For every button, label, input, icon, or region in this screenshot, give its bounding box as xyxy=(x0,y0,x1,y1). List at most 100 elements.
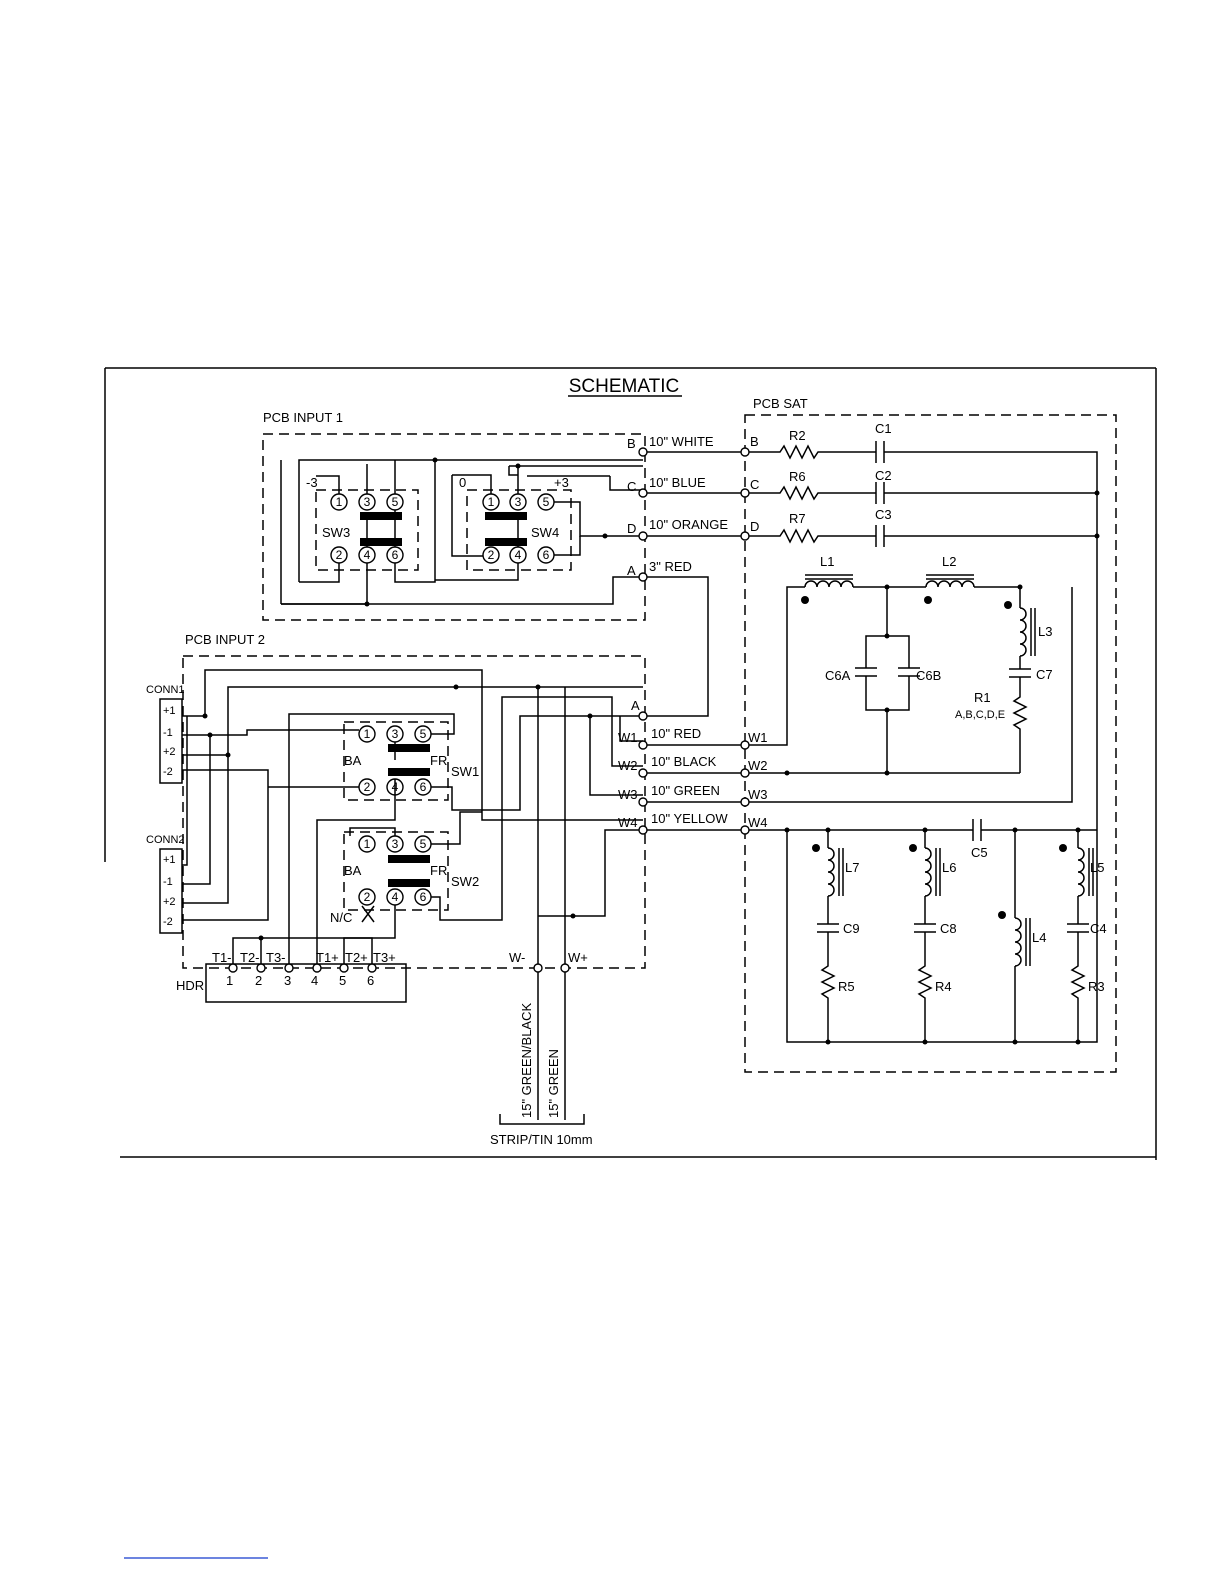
hdr-num-4: 4 xyxy=(311,973,318,988)
sw1-pin-1 xyxy=(358,725,376,743)
hdr-num-5: 5 xyxy=(339,973,346,988)
sat-node-b: B xyxy=(750,434,759,449)
sw1-bar-top xyxy=(388,744,430,752)
tweeter-networks xyxy=(749,441,1100,830)
pcb-input1-label: PCB INPUT 1 xyxy=(263,410,343,425)
sw1-fr-label: FR xyxy=(430,753,447,768)
l6-label: L6 xyxy=(942,860,956,875)
sw3-bar-bottom xyxy=(360,538,402,546)
conn1-body xyxy=(159,698,183,784)
c3-label: C3 xyxy=(875,507,892,522)
woofer-crossover xyxy=(749,574,1073,803)
w-plus-node xyxy=(560,963,570,973)
wire-red-3-label: 3" RED xyxy=(649,559,692,574)
node-c-label: C xyxy=(627,479,636,494)
r6-label: R6 xyxy=(789,469,806,484)
wire-blue-label: 10" BLUE xyxy=(649,475,706,490)
sw4-tap3-label: +3 xyxy=(554,475,569,490)
conn1-pin-p2: +2 xyxy=(163,746,176,758)
sw2-label: SW2 xyxy=(451,874,479,889)
conn2-label: CONN2 xyxy=(146,834,185,846)
node-w3-label: W3 xyxy=(618,787,638,802)
hdr-num-2: 2 xyxy=(255,973,262,988)
sw2-pins: 1 3 5 2 4 6 xyxy=(358,835,432,906)
conn1-pin-m2: -2 xyxy=(163,766,173,778)
node-a-label: A xyxy=(627,563,636,578)
sw1-pin-6-label: 6 xyxy=(420,780,427,794)
input2-wiring xyxy=(182,669,643,968)
sw3-tap-label: -3 xyxy=(306,475,318,490)
l4-label: L4 xyxy=(1032,930,1046,945)
lower-networks xyxy=(749,819,1098,1045)
interboard-wires xyxy=(643,451,745,831)
node-a2-label: A xyxy=(631,698,640,713)
sw3-pin-3-label: 3 xyxy=(364,495,371,509)
sw4-body xyxy=(466,489,572,571)
node-w1-label: W1 xyxy=(618,730,638,745)
r1-label: R1 xyxy=(974,690,991,705)
pcb-input2-boundary xyxy=(182,655,646,969)
sat-node-w4: W4 xyxy=(748,815,768,830)
conn1-label: CONN1 xyxy=(146,684,185,696)
hdr-label: HDR xyxy=(176,978,204,993)
r7-label: R7 xyxy=(789,511,806,526)
wire-green-label: 10" GREEN xyxy=(651,783,720,798)
wire-labels: 10" WHITE 10" BLUE 10" ORANGE 3" RED 10"… xyxy=(649,434,728,826)
r4-label: R4 xyxy=(935,979,952,994)
sw3-label: SW3 xyxy=(322,525,350,540)
l3-label: L3 xyxy=(1038,624,1052,639)
wire-yellow-label: 10" YELLOW xyxy=(651,811,728,826)
sw2-pin-6-label: 6 xyxy=(420,890,427,904)
conn2-pin-m1: -1 xyxy=(163,876,173,888)
hdr-term-2: T2- xyxy=(240,950,260,965)
nc-label: N/C xyxy=(330,910,352,925)
sw3-pin-1-label: 1 xyxy=(336,495,343,509)
sw1-pin-1-label: 1 xyxy=(364,727,371,741)
hdr-num-6: 6 xyxy=(367,973,374,988)
conn2-pin-p1: +1 xyxy=(163,854,176,866)
c8-label: C8 xyxy=(940,921,957,936)
node-d-label: D xyxy=(627,521,636,536)
l7-label: L7 xyxy=(845,860,859,875)
lead-green-black-label: 15" GREEN/BLACK xyxy=(519,1003,534,1118)
hdr-term-1: T1- xyxy=(212,950,232,965)
r3-label: R3 xyxy=(1088,979,1105,994)
sw2-pin-2-label: 2 xyxy=(364,890,371,904)
nc-cross xyxy=(361,905,375,923)
sw3-pin-2-label: 2 xyxy=(336,548,343,562)
sw2-pin-2 xyxy=(358,888,376,906)
hdr-term-4: T1+ xyxy=(316,950,339,965)
sat-node-c: C xyxy=(750,477,759,492)
sat-node-labels: B C D W1 W2 W3 W4 xyxy=(748,434,768,830)
sat-node-w3: W3 xyxy=(748,787,768,802)
sw2-bar-bottom xyxy=(388,879,430,887)
node-b-label: B xyxy=(627,436,636,451)
w-minus-label: W- xyxy=(509,950,525,965)
sw1-pin-3-label: 3 xyxy=(392,727,399,741)
sw1-bar-bottom xyxy=(388,768,430,776)
conn1-pin-p1: +1 xyxy=(163,705,176,717)
w-plus-label: W+ xyxy=(568,950,588,965)
pcb-sat-label: PCB SAT xyxy=(753,396,808,411)
wire-white-label: 10" WHITE xyxy=(649,434,714,449)
wire-black-label: 10" BLACK xyxy=(651,754,717,769)
sw2-pin-4-label: 4 xyxy=(392,890,399,904)
c7-label: C7 xyxy=(1036,667,1053,682)
c4-label: C4 xyxy=(1090,921,1107,936)
sw4-pin-2-label: 2 xyxy=(488,548,495,562)
hdr-num-1: 1 xyxy=(226,973,233,988)
hdr-term-5: T2+ xyxy=(345,950,368,965)
c6b-label: C6B xyxy=(916,668,941,683)
sat-node-d: D xyxy=(750,519,759,534)
sw2-fr-label: FR xyxy=(430,863,447,878)
sw4-pin-4-label: 4 xyxy=(515,548,522,562)
sw4-pin-3-label: 3 xyxy=(515,495,522,509)
lead-green-label: 15" GREEN xyxy=(546,1049,561,1118)
sw2-bar-top xyxy=(388,855,430,863)
page-title: SCHEMATIC xyxy=(569,376,679,397)
w-minus-node xyxy=(533,963,543,973)
sat-node-w1: W1 xyxy=(748,730,768,745)
c5-label: C5 xyxy=(971,845,988,860)
sw3-bar-top xyxy=(360,512,402,520)
